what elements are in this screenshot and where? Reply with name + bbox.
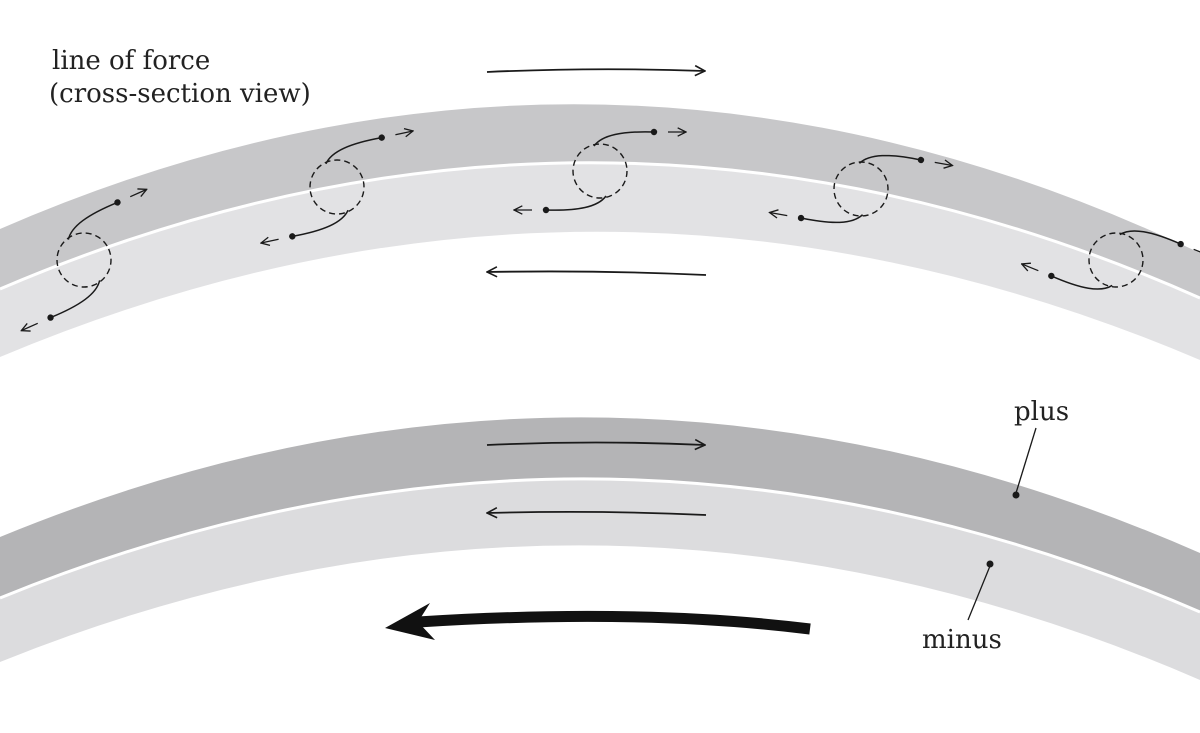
bottom-band-dark bbox=[0, 417, 1200, 612]
arrow-right-icon bbox=[486, 69, 705, 72]
arrow-left-icon bbox=[487, 512, 707, 515]
top-band-dark bbox=[0, 104, 1200, 298]
thick-curved-arrow-left-icon bbox=[385, 603, 811, 640]
arrow-right-icon bbox=[486, 443, 705, 446]
arrow-left-icon bbox=[487, 271, 707, 275]
top-band-light bbox=[0, 162, 1200, 360]
plus-label: plus bbox=[1014, 397, 1069, 427]
top-band-separator bbox=[0, 161, 1200, 300]
minus-leader bbox=[967, 560, 994, 621]
title-line-1: line of force bbox=[52, 46, 210, 76]
bottom-band-light bbox=[0, 478, 1200, 680]
top-band bbox=[0, 104, 1200, 360]
bottom-band bbox=[0, 417, 1200, 680]
minus-label: minus bbox=[922, 625, 1002, 655]
bottom-band-separator bbox=[0, 477, 1200, 614]
plus-leader bbox=[1012, 427, 1037, 499]
title-line-2: (cross-section view) bbox=[49, 79, 311, 109]
